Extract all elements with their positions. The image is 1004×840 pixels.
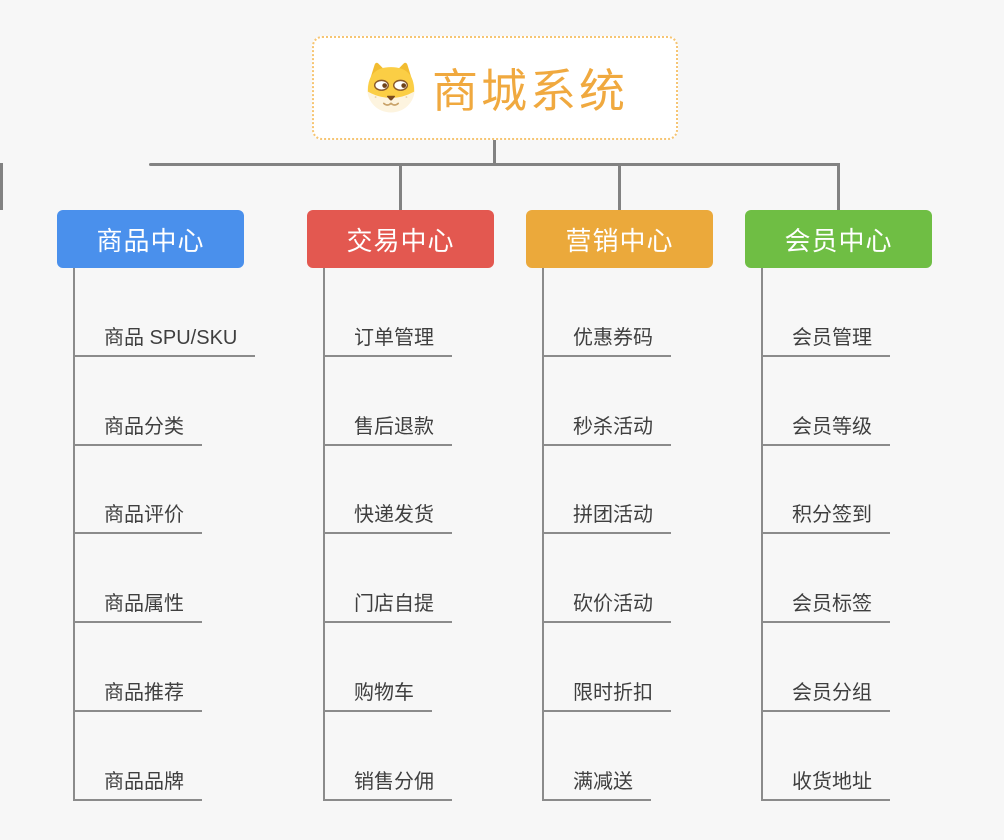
subtopic-row: 砍价活动	[526, 534, 671, 624]
branch-column-2: 交易中心 订单管理售后退款快递发货门店自提购物车销售分佣	[307, 210, 494, 810]
connector-rail	[149, 163, 840, 166]
subtopic-node[interactable]: 会员管理	[761, 321, 890, 357]
branch-connector-line	[73, 268, 75, 801]
subtopic-node[interactable]: 秒杀活动	[542, 410, 671, 446]
subtopic-node[interactable]: 商品品牌	[73, 765, 202, 801]
subtopic-node[interactable]: 订单管理	[323, 321, 452, 357]
branch-connector-line	[761, 268, 763, 801]
subtopic-row: 商品属性	[57, 534, 255, 624]
subtopic-row: 积分签到	[745, 446, 890, 535]
subtopic-row: 销售分佣	[307, 712, 452, 801]
subtopic-row: 商品推荐	[57, 623, 255, 712]
subtopic-node[interactable]: 售后退款	[323, 410, 452, 446]
subtopic-row: 会员标签	[745, 534, 890, 624]
connector-root-stub	[493, 140, 496, 166]
subtopic-node[interactable]: 满减送	[542, 765, 651, 801]
branch-items-list: 商品 SPU/SKU 商品分类商品评价商品属性商品推荐商品品牌	[57, 268, 256, 801]
subtopic-node[interactable]: 商品评价	[73, 498, 202, 535]
subtopic-row: 会员等级	[745, 357, 890, 446]
subtopic-node[interactable]: 会员分组	[761, 676, 890, 712]
subtopic-node[interactable]: 优惠券码	[542, 321, 671, 357]
subtopic-row: 购物车	[307, 623, 452, 712]
subtopic-node[interactable]: 商品分类	[73, 410, 202, 446]
subtopic-row: 门店自提	[307, 534, 452, 624]
branch-items-list: 会员管理会员等级积分签到会员标签会员分组收货地址	[745, 268, 890, 801]
subtopic-node[interactable]: 商品 SPU/SKU	[73, 321, 256, 357]
connector-drop-1	[399, 163, 402, 210]
subtopic-row: 商品分类	[57, 357, 255, 446]
subtopic-row: 收货地址	[745, 712, 890, 801]
branch-items-list: 优惠券码秒杀活动拼团活动砍价活动限时折扣满减送	[526, 268, 671, 801]
subtopic-row: 满减送	[526, 712, 671, 801]
subtopic-node[interactable]: 拼团活动	[542, 498, 671, 535]
subtopic-node[interactable]: 收货地址	[761, 765, 890, 801]
subtopic-row: 会员分组	[745, 623, 890, 712]
connector-drop-2	[618, 163, 621, 210]
subtopic-row: 商品 SPU/SKU	[57, 268, 256, 357]
subtopic-node[interactable]: 会员等级	[761, 410, 890, 446]
connector-drop-3	[837, 163, 840, 210]
branch-connector-line	[542, 268, 544, 801]
subtopic-node[interactable]: 积分签到	[761, 498, 890, 535]
subtopic-node[interactable]: 限时折扣	[542, 676, 671, 712]
subtopic-row: 订单管理	[307, 268, 452, 357]
subtopic-row: 商品品牌	[57, 712, 255, 801]
subtopic-row: 售后退款	[307, 357, 452, 446]
subtopic-row: 限时折扣	[526, 623, 671, 712]
subtopic-row: 快递发货	[307, 446, 452, 535]
branch-connector-line	[323, 268, 325, 801]
branch-topic-node-1[interactable]: 商品中心	[57, 210, 244, 268]
subtopic-node[interactable]: 销售分佣	[323, 765, 452, 801]
subtopic-node[interactable]: 购物车	[323, 676, 432, 712]
subtopic-node[interactable]: 会员标签	[761, 587, 890, 624]
subtopic-row: 商品评价	[57, 446, 255, 535]
branch-column-3: 营销中心 优惠券码秒杀活动拼团活动砍价活动限时折扣满减送	[526, 210, 713, 810]
subtopic-row: 秒杀活动	[526, 357, 671, 446]
branch-items-list: 订单管理售后退款快递发货门店自提购物车销售分佣	[307, 268, 452, 801]
subtopic-row: 优惠券码	[526, 268, 671, 357]
branch-topic-node-2[interactable]: 交易中心	[307, 210, 494, 268]
subtopic-node[interactable]: 商品推荐	[73, 676, 202, 712]
connector-drop-4	[0, 163, 3, 210]
subtopic-node[interactable]: 砍价活动	[542, 587, 671, 624]
subtopic-row: 拼团活动	[526, 446, 671, 535]
root-topic-title: 商城系统	[432, 65, 628, 117]
branch-column-1: 商品中心 商品 SPU/SKU 商品分类商品评价商品属性商品推荐商品品牌	[57, 210, 256, 810]
branch-column-4: 会员中心 会员管理会员等级积分签到会员标签会员分组收货地址	[745, 210, 932, 810]
subtopic-node[interactable]: 快递发货	[323, 498, 452, 535]
subtopic-node[interactable]: 门店自提	[323, 587, 452, 624]
root-topic-node[interactable]: 商城系统	[312, 36, 678, 140]
subtopic-row: 会员管理	[745, 268, 890, 357]
subtopic-node[interactable]: 商品属性	[73, 587, 202, 624]
branch-topic-node-3[interactable]: 营销中心	[526, 210, 713, 268]
branch-topic-node-4[interactable]: 会员中心	[745, 210, 932, 268]
dog-face-icon	[367, 62, 415, 113]
